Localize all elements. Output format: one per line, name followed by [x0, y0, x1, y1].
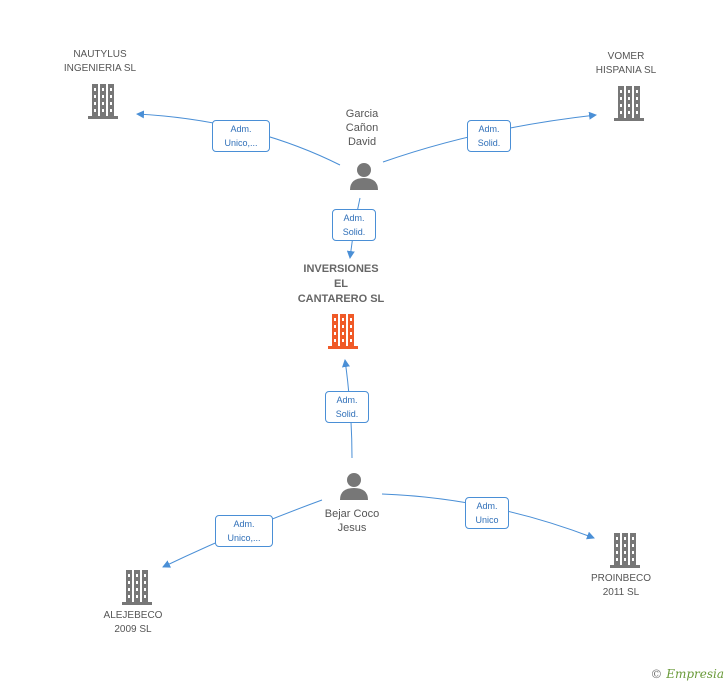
company-label-proinbeco[interactable]: PROINBECO 2011 SL — [571, 572, 671, 600]
edge-badge-garcia-nautylus[interactable]: Adm. Unico,... — [212, 120, 270, 152]
company-label-vomer[interactable]: VOMER HISPANIA SL — [576, 50, 676, 78]
center-building-icon[interactable] — [328, 314, 358, 349]
copyright-symbol: © — [650, 667, 663, 681]
person-label-bejar[interactable]: Bejar Coco Jesus — [302, 507, 402, 535]
badge-line: Unico — [475, 515, 499, 525]
label-line: INGENIERIA SL — [63, 63, 137, 74]
badge-line: Unico,... — [224, 138, 258, 148]
label-line: Garcia — [345, 108, 379, 120]
badge-line: Adm. — [476, 501, 498, 511]
edge-badge-bejar-proinbeco[interactable]: Adm. Unico — [465, 497, 509, 529]
empresia-logo: © Empresia — [650, 667, 724, 681]
brand-name: Empresia — [666, 667, 724, 681]
label-line: HISPANIA SL — [595, 65, 657, 76]
building-icon[interactable] — [122, 570, 152, 605]
edge-badge-bejar-center[interactable]: Adm. Solid. — [325, 391, 369, 423]
person-icon[interactable] — [340, 473, 368, 500]
label-line: EL — [333, 278, 349, 290]
edge-badge-garcia-vomer[interactable]: Adm. Solid. — [467, 120, 511, 152]
label-line: NAUTYLUS — [73, 49, 127, 60]
label-line: Jesus — [337, 522, 367, 534]
badge-line: Adm. — [233, 519, 255, 529]
label-line: David — [347, 136, 377, 148]
edge-badge-garcia-center[interactable]: Adm. Solid. — [332, 209, 376, 241]
label-line: PROINBECO — [590, 573, 651, 584]
label-line: INVERSIONES — [303, 263, 379, 275]
person-icon[interactable] — [350, 163, 378, 190]
label-line: 2011 SL — [602, 587, 640, 598]
badge-line: Solid. — [477, 138, 501, 148]
edge-badge-bejar-alejebeco[interactable]: Adm. Unico,... — [215, 515, 273, 547]
company-label-alejebeco[interactable]: ALEJEBECO 2009 SL — [83, 609, 183, 637]
label-line: Cañon — [345, 122, 379, 134]
badge-line: Solid. — [335, 409, 359, 419]
company-label-nautylus[interactable]: NAUTYLUS INGENIERIA SL — [50, 48, 150, 76]
label-line: 2009 SL — [114, 624, 152, 635]
center-company-label[interactable]: INVERSIONES EL CANTARERO SL — [281, 262, 401, 307]
building-icon[interactable] — [88, 84, 118, 119]
label-line: Bejar Coco — [324, 508, 380, 520]
person-label-garcia[interactable]: Garcia Cañon David — [322, 107, 402, 149]
label-line: VOMER — [607, 51, 645, 62]
badge-line: Adm. — [336, 395, 358, 405]
badge-line: Unico,... — [227, 533, 261, 543]
building-icon[interactable] — [614, 86, 644, 121]
label-line: CANTARERO SL — [297, 293, 385, 305]
building-icon[interactable] — [610, 533, 640, 568]
badge-line: Adm. — [230, 124, 252, 134]
label-line: ALEJEBECO — [103, 610, 163, 621]
badge-line: Solid. — [342, 227, 366, 237]
badge-line: Adm. — [478, 124, 500, 134]
badge-line: Adm. — [343, 213, 365, 223]
